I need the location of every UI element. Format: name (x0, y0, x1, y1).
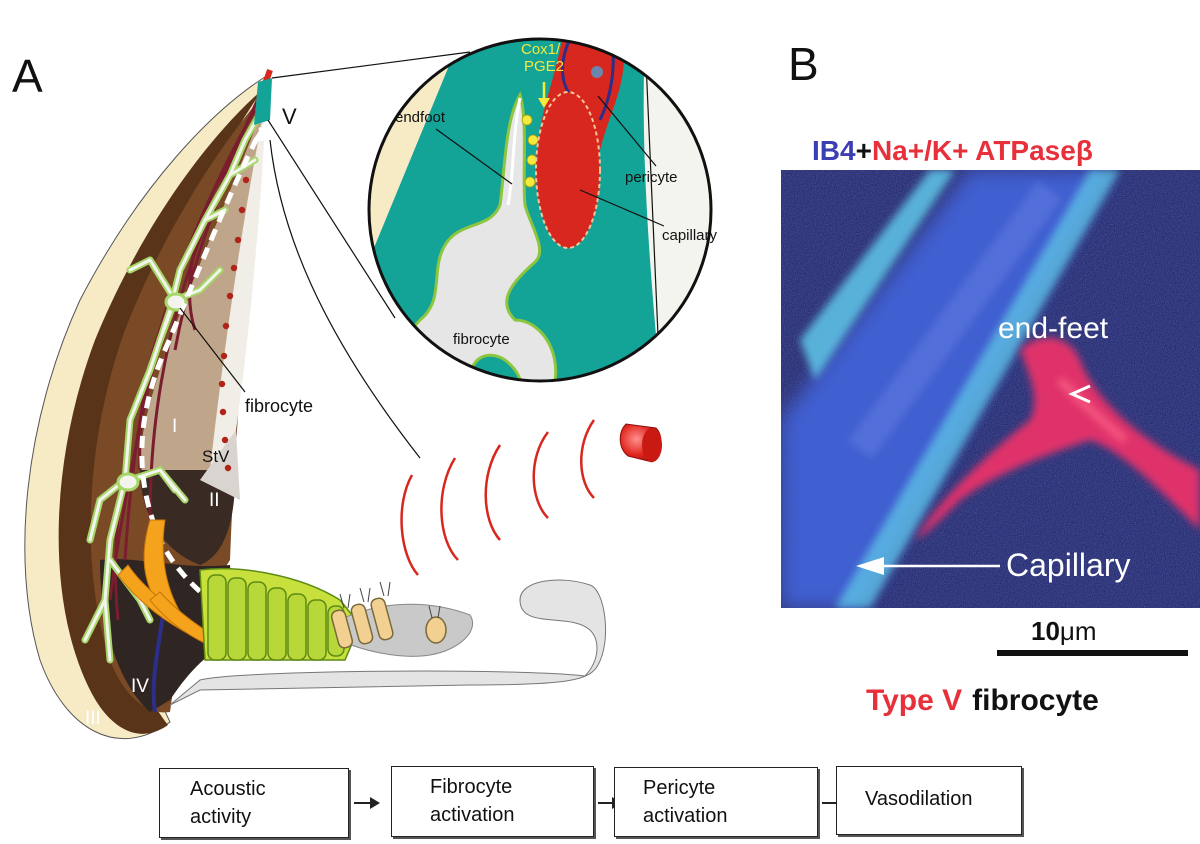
flow-box-fibrocyte-line2: activation (430, 804, 515, 826)
stain-title-text: IB4+Na+/K+ ATPaseβ (812, 135, 1093, 166)
pge2-label: PGE2 (524, 58, 564, 75)
flow-box-acoustic-line1: Acoustic (190, 778, 266, 800)
inset-connector-curve (269, 139, 421, 459)
organ-of-corti (199, 568, 361, 661)
panel-b-letter: B (788, 38, 819, 90)
panel-a-letter: A (12, 50, 43, 102)
scale-label: 10μm (1031, 616, 1097, 646)
scale-bar-line (997, 650, 1188, 656)
stv-region (200, 430, 240, 500)
micrograph: end-feet Capillary (781, 170, 1200, 608)
panel-b-letter-text: B (788, 38, 819, 90)
flow-box-acoustic-line2: activity (190, 806, 252, 828)
stain-ib4: IB4 (812, 135, 856, 166)
arrowhead-icon (1068, 384, 1091, 404)
pathway-arrowhead (252, 120, 270, 142)
pericyte-label: pericyte (625, 169, 678, 186)
flow-box-pericyte-line1: Pericyte (643, 777, 716, 799)
flow-box-pericyte-line2: activation (643, 805, 728, 827)
scale-unit: μm (1060, 616, 1097, 646)
fibrocyte-leader (179, 307, 246, 393)
flow-box-acoustic: Acoustic activity (159, 768, 349, 838)
scale-bar: 10μm (997, 616, 1188, 656)
basilar-membrane (169, 579, 607, 706)
capillary-label: capillary (662, 227, 718, 244)
region-v-label: V (282, 104, 297, 129)
fibrocyte-label: fibrocyte (245, 396, 313, 416)
region-ii-label: II (209, 490, 220, 511)
sound-waves (400, 419, 596, 576)
strial-dots (218, 176, 250, 472)
flow-box-vasodilation: Vasodilation (836, 766, 1022, 835)
stain-atpase: Na+/K+ ATPaseβ (872, 135, 1093, 166)
flow-box-pericyte: Pericyte activation (614, 767, 818, 837)
inset-connector-top (271, 51, 471, 79)
stria-zone (210, 100, 266, 470)
stv-label: StV (202, 447, 230, 466)
capillary-lumen (535, 91, 601, 249)
caption-text: Type V fibrocyte (866, 684, 1099, 717)
hair-cells (330, 597, 447, 649)
flow-arrow-1 (354, 797, 380, 809)
caption-cell: fibrocyte (972, 684, 1099, 717)
caption-type: Type V (866, 684, 962, 717)
stain-title: IB4+Na+/K+ ATPaseβ (812, 135, 1093, 166)
speaker-icon (619, 423, 662, 463)
flow-box-fibrocyte: Fibrocyte activation (391, 766, 594, 837)
inset-magnification: Cox1/ PGE2 endfoot pericyte capillary fi… (367, 37, 718, 383)
cox1-label: Cox1/ (521, 41, 561, 58)
capillary-micrograph-label: Capillary (1006, 547, 1130, 583)
endfeet-label: end-feet (998, 312, 1109, 345)
inset-fibrocyte-label: fibrocyte (453, 331, 510, 348)
scale-value: 10 (1031, 616, 1060, 646)
endfeet-dots (521, 114, 539, 188)
panel-a-letter-text: A (12, 50, 43, 102)
stain-plus: + (856, 135, 872, 166)
endfoot-label: endfoot (395, 109, 446, 126)
region-i-label: I (172, 416, 177, 437)
stereocilia (339, 581, 441, 619)
cochlea-diagram: V I II III IV StV fibrocyte (24, 51, 607, 739)
inset-connector-mid (267, 119, 396, 319)
panel-b-caption: Type V fibrocyte (866, 684, 1099, 717)
flow-box-fibrocyte-line1: Fibrocyte (430, 776, 513, 798)
region-v-tip (254, 78, 272, 125)
region-ii (140, 470, 236, 565)
fibrocyte-network (81, 106, 266, 664)
flow-box-vasodilation-line1: Vasodilation (865, 788, 973, 810)
region-iv-label: IV (131, 676, 149, 697)
region-iii-label: III (85, 708, 101, 729)
